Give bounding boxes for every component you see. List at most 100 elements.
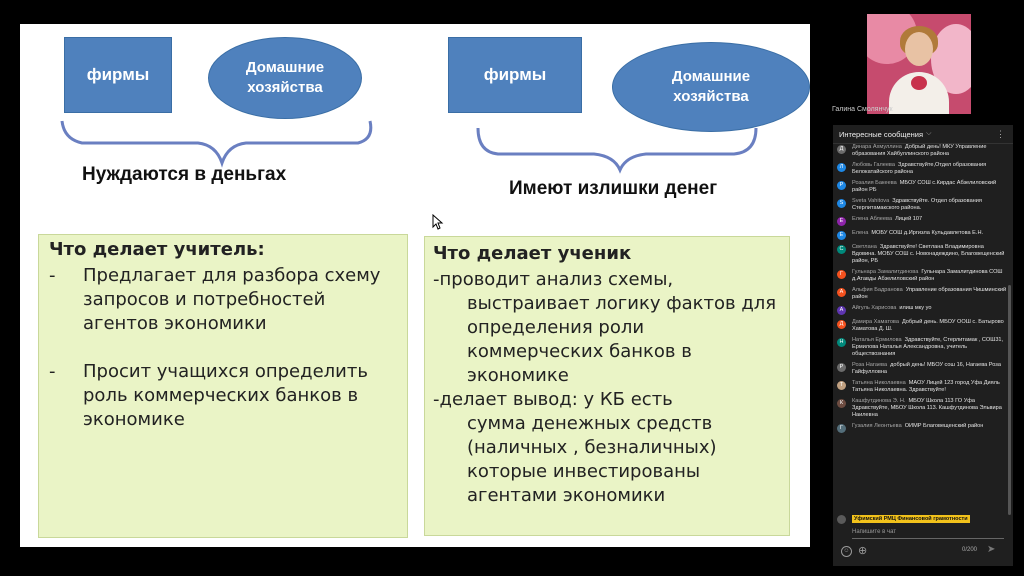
pinned-author-row: Уфимский РМЦ Финансовой грамотности	[837, 515, 1007, 524]
chat-message-author: Роза Нагаева	[852, 362, 888, 368]
chat-message-author: Татьяна Николаевна	[852, 380, 906, 386]
chat-message-body: Здравствуйте! Светлана Владимировна Вдов…	[852, 244, 1005, 264]
avatar: S	[837, 199, 846, 208]
avatar: Р	[837, 363, 846, 372]
firms-label-right: фирмы	[483, 65, 547, 84]
teacher-box: Что делает учитель: - Предлагает для разб…	[38, 234, 408, 538]
chat-message-author: Гульнара Замалитдинова	[852, 269, 919, 275]
teacher-item-dash: -	[49, 265, 56, 286]
avatar	[837, 515, 846, 524]
chat-message-author: Гузалия Леонтьева	[852, 423, 902, 429]
chat-message-body: Здравствуйте, Стерлитамак , СОШ31, Ермил…	[852, 337, 1004, 357]
households-label-right: Домашние хозяйства	[671, 68, 751, 105]
chat-message-author: Елена Аблеева	[852, 216, 893, 222]
char-counter: 0/200	[962, 547, 978, 553]
more-options-icon[interactable]: ⋮	[996, 128, 1005, 139]
avatar: А	[837, 288, 846, 297]
teacher-title: Что делает учитель:	[49, 239, 265, 260]
student-box: Что делает ученик -проводит анализ схемы…	[424, 236, 790, 536]
chat-message-author: Sveta Vahitova	[852, 198, 890, 204]
chat-scrollbar[interactable]	[1008, 285, 1011, 515]
avatar: Г	[837, 270, 846, 279]
chat-input-underline	[852, 538, 1004, 539]
avatar: Д	[837, 145, 846, 154]
chat-message-body: Добрый день. МБОУ ООШ с. Батырово Хамато…	[852, 319, 1004, 332]
chat-message: К Кашфутдинова Э. Н.МБОУ Школа 113 ГО Уфа…	[837, 398, 1007, 419]
emoji-icon[interactable]: ☺	[841, 546, 852, 557]
avatar: К	[837, 399, 846, 408]
chat-header: Интересные сообщения ⌵ ⋮	[833, 125, 1013, 144]
chat-message-author: Айгуль Харисова	[852, 305, 897, 311]
chat-message-author: Наталья Ермилова	[852, 337, 902, 343]
avatar: Е	[837, 231, 846, 240]
avatar: Д	[837, 320, 846, 329]
teacher-item-dash: -	[49, 361, 56, 382]
avatar: Т	[837, 381, 846, 390]
chat-message-body: МБОУ Школа 113 ГО Уфа Здравствуйте, МБОУ…	[852, 398, 1002, 418]
chat-message-body: МАОУ Лицей 123 город Уфа Дияль Татьяна Н…	[852, 380, 1000, 393]
avatar: Л	[837, 163, 846, 172]
chat-input[interactable]: Напишите в чат	[852, 529, 897, 535]
participant-video[interactable]	[867, 14, 971, 114]
chat-message-author: Кашфутдинова Э. Н.	[852, 398, 906, 404]
student-item-rest: сумма денежных средств (наличных , безна…	[467, 413, 717, 506]
teacher-item: - Просит учащихся определить роль коммерч…	[49, 360, 397, 432]
teacher-item-text: Просит учащихся определить роль коммерче…	[83, 361, 368, 430]
households-ellipse-left: Домашние хозяйства	[208, 37, 362, 119]
chat-filter-dropdown[interactable]: Интересные сообщения	[839, 129, 924, 139]
avatar: Н	[837, 338, 846, 347]
chat-message-body: Управление образования Чишминский район	[852, 287, 1007, 300]
chat-message-body: МОБУ СОШ д.Иргизла Кульдавлетова Е.Н.	[871, 230, 984, 236]
student-title: Что делает ученик	[433, 243, 632, 264]
households-label-left: Домашние хозяйства	[245, 59, 325, 96]
chat-message-text: Кашфутдинова Э. Н.МБОУ Школа 113 ГО Уфа …	[852, 398, 1007, 419]
left-caption: Нуждаются в деньгах	[82, 164, 287, 185]
avatar: С	[837, 245, 846, 254]
firms-box-left: фирмы	[64, 37, 172, 113]
chevron-down-icon[interactable]: ⌵	[926, 130, 932, 137]
chat-message-body: илиш мку уо	[899, 305, 932, 311]
avatar: Г	[837, 424, 846, 433]
student-item-first: -делает вывод: у КБ есть	[433, 389, 673, 410]
send-icon[interactable]: ➤	[987, 544, 996, 555]
firms-box-right: фирмы	[448, 37, 582, 113]
add-icon[interactable]: ⊕	[858, 545, 868, 557]
avatar: Р	[837, 181, 846, 190]
avatar: А	[837, 306, 846, 315]
chat-message-body: Лицей 107	[895, 216, 923, 222]
chat-message-author: Любовь Галеева	[852, 162, 895, 168]
teacher-item-text: Предлагает для разбора схему запросов и …	[83, 265, 381, 334]
chat-message-body: Здравствуйте. Отдел образования Стерлита…	[852, 198, 982, 211]
chat-message-body: МБОУ СОШ с.Кирдас Абзелиловский район РБ	[852, 180, 997, 193]
chat-message-body: добрый день! МБОУ сош 16, Нагаева Роза Г…	[852, 362, 1001, 375]
chat-message-author: Розалия Бакеева	[852, 180, 897, 186]
chat-message-author: Дамира Хаматова	[852, 319, 899, 325]
households-ellipse-right: Домашние хозяйства	[612, 42, 810, 132]
chat-message-body: Добрый день! МКУ Управление образования …	[852, 144, 987, 157]
